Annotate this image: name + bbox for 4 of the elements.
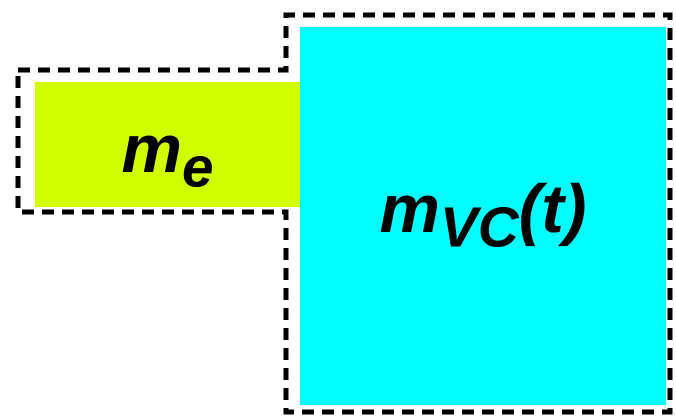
mass-symbol: m$_{e}$ bbox=[122, 115, 214, 198]
mass-symbol: m$_{VC}$(t) bbox=[379, 174, 587, 258]
control-volume-box bbox=[300, 27, 666, 405]
mass-box bbox=[35, 82, 300, 207]
